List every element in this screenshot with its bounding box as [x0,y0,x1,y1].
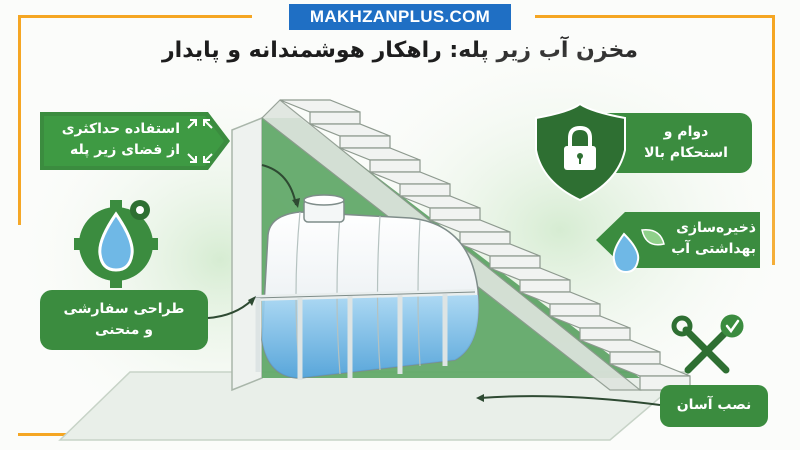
custom-label: طراحی سفارشی و منحنی [44,299,204,341]
water-leaf-icon [612,229,665,274]
expand-arrows-icon [187,119,213,163]
water-tank [254,194,480,380]
hygiene-line2: بهداشتی آب [671,241,756,257]
install-badge [660,385,768,427]
space-line2: از فضای زیر پله [69,142,180,158]
pointer-arrow-custom [207,299,253,319]
space-line1: استفاده حداکثری [61,121,180,137]
install-line1: نصب آسان [676,397,752,413]
frame-top-left [18,15,252,18]
gear-droplet-icon [74,200,158,288]
install-label: نصب آسان [662,395,766,416]
brand-badge: MAKHZANPLUS.COM [289,4,511,30]
frame-left [18,15,21,225]
durability-line1: دوام و [663,124,709,140]
space-arrow [40,112,230,170]
space-label: استفاده حداکثری از فضای زیر پله [52,119,180,161]
staircase [279,99,691,391]
custom-line1: طراحی سفارشی [63,301,185,317]
durability-label: دوام و استحکام بالا [626,122,746,164]
wrench-screwdriver-icon [671,314,744,374]
hygiene-line1: ذخیره‌سازی [676,220,756,236]
frame-top-right [535,15,775,18]
custom-badge [40,290,208,350]
floor [58,371,693,441]
durability-line2: استحکام بالا [644,145,728,161]
lock-shield-icon [564,125,596,170]
pointer-arrow-install [479,395,661,406]
custom-line2: و منحنی [95,322,153,338]
hygiene-label: ذخیره‌سازی بهداشتی آب [664,218,756,260]
